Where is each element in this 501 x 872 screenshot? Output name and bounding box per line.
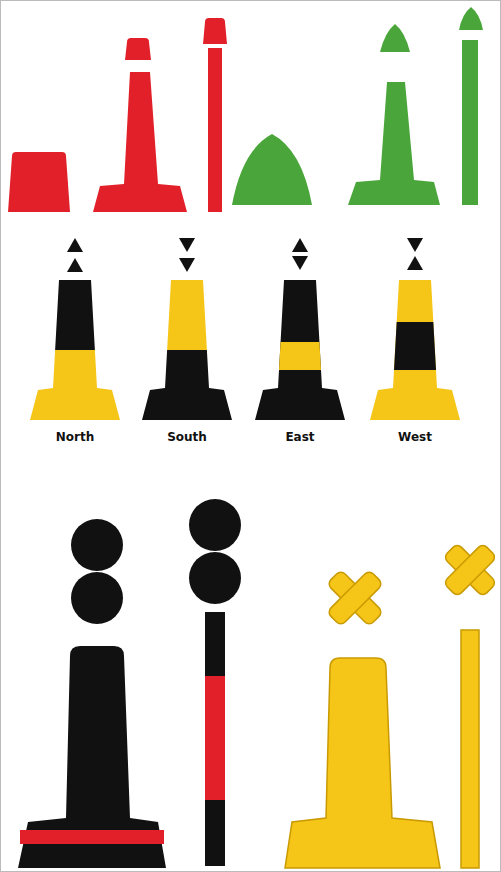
- green-pole: [462, 40, 478, 205]
- west-cardinal-beacon: [360, 270, 470, 430]
- cardinal-label: East: [285, 431, 314, 444]
- isolated-danger-topmark: [71, 572, 123, 624]
- special-pole: [461, 630, 479, 868]
- west-topmark: [407, 238, 423, 252]
- north-topmark: [67, 258, 83, 272]
- north-cardinal-beacon: [20, 270, 130, 430]
- special-x-topmark: [430, 530, 501, 609]
- red-pole: [208, 48, 222, 212]
- green-beacon: [348, 82, 440, 205]
- green-cone-topmark: [380, 24, 410, 52]
- east-topmark: [292, 256, 308, 270]
- green-cone-topmark: [459, 7, 483, 30]
- isolated-danger-pole: [205, 612, 225, 866]
- east-topmark: [292, 238, 308, 252]
- south-topmark: [179, 238, 195, 252]
- special-x-topmark: [313, 556, 398, 641]
- cardinal-label: West: [398, 431, 432, 444]
- green-cone-buoy: [232, 134, 312, 205]
- isolated-danger-topmark: [189, 552, 241, 604]
- red-can-topmark: [203, 18, 227, 44]
- red-can-topmark: [125, 38, 151, 60]
- isolated-danger-topmark: [71, 519, 123, 571]
- east-cardinal-beacon: [245, 270, 355, 430]
- red-beacon: [93, 72, 187, 212]
- north-topmark: [67, 238, 83, 252]
- cardinal-label: North: [56, 431, 94, 444]
- cardinal-label: South: [167, 431, 207, 444]
- south-topmark: [179, 258, 195, 272]
- isolated-danger-topmark: [189, 499, 241, 551]
- red-band: [20, 830, 164, 844]
- south-cardinal-beacon: [132, 270, 242, 430]
- special-beacon: [285, 658, 440, 868]
- west-topmark: [407, 256, 423, 270]
- isolated-danger-beacon: [18, 646, 166, 868]
- red-band: [205, 676, 225, 800]
- red-can-buoy: [8, 152, 70, 212]
